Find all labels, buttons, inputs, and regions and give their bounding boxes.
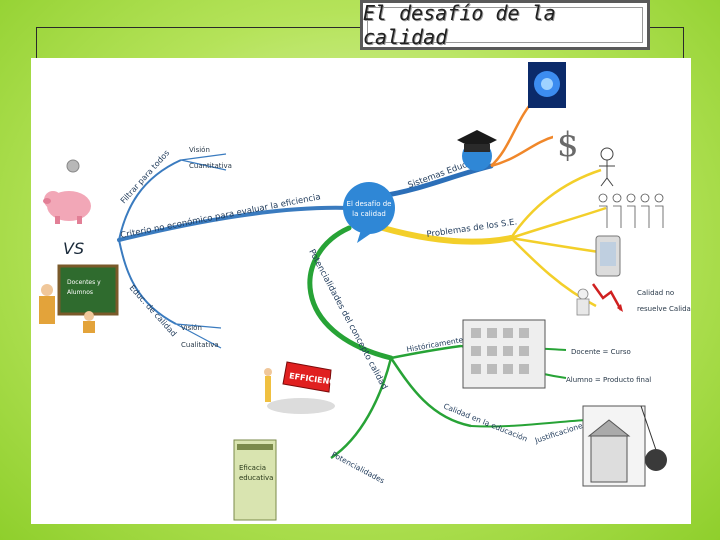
chalkboard-line2: Alumnos (67, 289, 93, 296)
chalkboard-icon: Docentes y Alumnos (39, 264, 119, 333)
center-node[interactable]: El desafío de la calidad (343, 182, 395, 243)
dollar-sign-icon: $ (553, 118, 579, 166)
slide-title-box: El desafío de la calidad (360, 0, 650, 50)
efficiency-sign-image: EFFICIENCY (264, 361, 342, 414)
branch-potentials-label: Potencialidades (330, 450, 386, 486)
falling-chart-image (576, 283, 623, 316)
chalkboard-line1: Docentes y (67, 279, 101, 286)
book-title-line1: Eficacia (239, 464, 266, 472)
leaf-quality-no-results-1: Calidad no (637, 289, 674, 297)
sketch-people-image (598, 147, 664, 228)
green-branch-quality-ed (389, 357, 472, 428)
filtering-leaf-lines (180, 153, 227, 171)
mind-map-svg: El desafío de la calidad Criterio no eco… (39, 62, 691, 521)
branch-filtering-label: Filtrar para todos (119, 148, 172, 205)
branch-problems-line (380, 225, 514, 245)
mind-map-canvas: El desafío de la calidad Criterio no eco… (31, 58, 691, 524)
svg-text:$: $ (557, 125, 579, 165)
branch-potentialities-line (307, 225, 394, 361)
center-node-line1: El desafío de (347, 200, 392, 208)
branch-criteria-label: Criterio no económico para evaluar la ef… (119, 191, 321, 241)
graduation-globe-icon (457, 130, 497, 171)
leaf-vision-top: Visión (189, 146, 210, 154)
education-leaf-lines (175, 323, 222, 349)
yellow-branch-1 (509, 168, 602, 239)
book-cover-image: Eficacia educativa (233, 439, 277, 521)
title-inner-border (367, 7, 643, 43)
leaf-qualitative: Cualitativa (181, 341, 219, 349)
center-node-line2: la calidad (352, 210, 386, 218)
green-branch-potentials (330, 357, 393, 460)
leaf-teacher-course: Docente = Curso (571, 348, 631, 356)
orange-branch-2 (490, 134, 557, 168)
leaf-quality-no-results-2: resuelve Calidad (637, 305, 691, 313)
green-branch-historical (390, 344, 462, 360)
leaf-quantitative: Cuantitativa (189, 162, 232, 170)
wrecking-ball-school-image (582, 405, 667, 487)
leaf-student-product: Alumno = Producto final (566, 376, 651, 384)
branch-education-quality-label: Educ. de calidad (128, 283, 179, 338)
yellow-branch-2 (510, 206, 607, 240)
book-title-line2: educativa (239, 474, 273, 482)
green-branch-justifications (470, 419, 587, 428)
piggy-bank-icon (43, 159, 91, 224)
vs-label: VS (63, 239, 84, 258)
brain-network-image (528, 62, 566, 108)
device-image (595, 235, 621, 277)
branch-criteria-line (117, 205, 351, 242)
leaf-vision-bottom: Visión (181, 324, 202, 332)
building-sketch-image (462, 319, 546, 389)
branch-education-quality-line (118, 239, 177, 325)
slide-title: El desafío de la calidad (363, 1, 556, 49)
branch-filtering-line (118, 159, 182, 241)
